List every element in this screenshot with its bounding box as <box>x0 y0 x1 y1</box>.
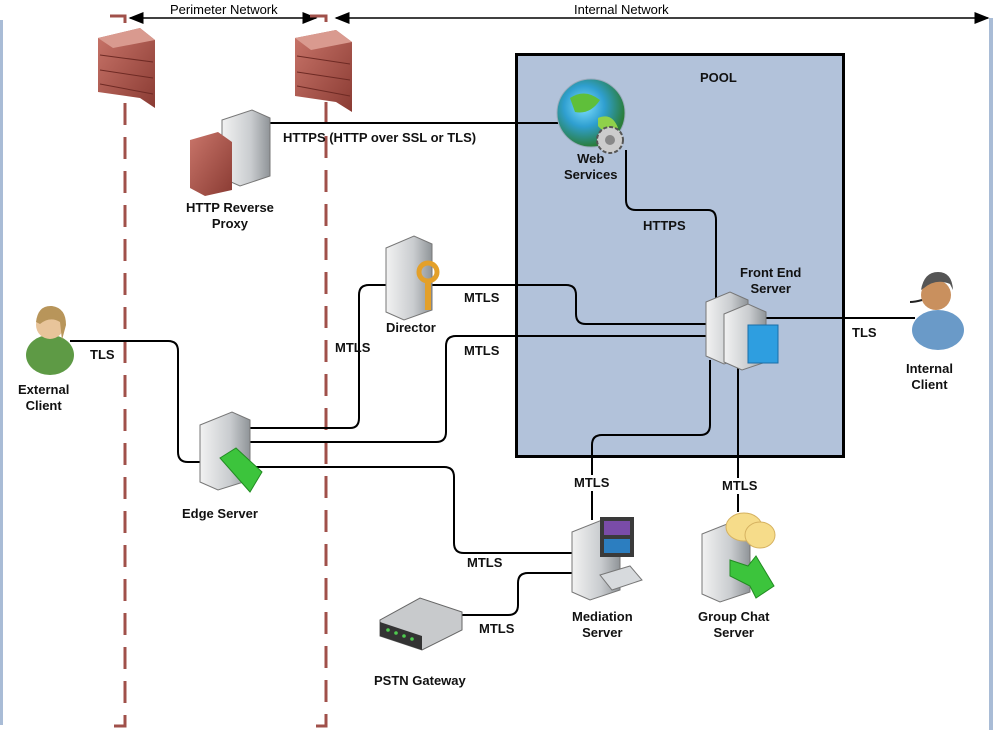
perimeter-network-label: Perimeter Network <box>170 2 278 17</box>
frontend-internal-protocol: TLS <box>852 325 877 340</box>
firewall-icon-outer <box>98 28 155 108</box>
external-edge-protocol: TLS <box>90 347 115 362</box>
internal-client-icon <box>909 272 964 350</box>
reverse-proxy-label: HTTP Reverse Proxy <box>186 200 274 231</box>
web-frontend-protocol: HTTPS <box>643 218 686 233</box>
director-icon <box>385 235 440 321</box>
mediation-server-icon <box>571 517 643 601</box>
group-chat-server-icon <box>701 512 776 603</box>
link-pstn-mediation <box>458 572 572 616</box>
frontend-groupchat-protocol: MTLS <box>722 478 758 494</box>
edge-server-icon <box>199 411 263 493</box>
frontend-mediation-protocol: MTLS <box>574 475 610 491</box>
edge-mediation-protocol: MTLS <box>467 555 503 570</box>
link-web-frontend <box>625 150 717 305</box>
pstn-gateway-label: PSTN Gateway <box>374 673 466 688</box>
edge-director-protocol: MTLS <box>335 340 371 355</box>
link-edge-director <box>250 284 390 429</box>
edge-server-label: Edge Server <box>182 506 258 521</box>
link-frontend-mediation <box>591 360 711 520</box>
front-end-server-icon <box>705 291 779 371</box>
proxy-web-protocol: HTTPS (HTTP over SSL or TLS) <box>283 130 477 145</box>
internal-network-label: Internal Network <box>574 2 669 17</box>
firewall-icon-inner <box>295 30 352 112</box>
pstn-gateway-icon <box>379 597 463 651</box>
internal-client-label: Internal Client <box>906 361 953 392</box>
firewall-boundary-outer <box>110 14 127 728</box>
web-services-label: Web Services <box>564 151 618 182</box>
link-director-frontend <box>413 284 710 325</box>
mediation-server-label: Mediation Server <box>572 609 633 640</box>
director-label: Director <box>386 320 436 335</box>
firewall-boundary-inner <box>310 14 328 728</box>
group-chat-server-label: Group Chat Server <box>698 609 770 640</box>
link-edge-frontend <box>250 335 712 443</box>
left-border <box>0 20 3 725</box>
link-external-edge <box>70 340 200 463</box>
reverse-proxy-icon <box>190 109 271 196</box>
front-end-server-label: Front End Server <box>740 265 802 296</box>
director-frontend-protocol: MTLS <box>464 290 500 305</box>
right-border <box>989 18 993 730</box>
pool-label: POOL <box>700 70 737 85</box>
web-services-icon <box>556 78 626 154</box>
edge-frontend-protocol: MTLS <box>464 343 500 358</box>
external-client-label: External Client <box>18 382 70 413</box>
link-edge-mediation <box>252 466 572 554</box>
external-client-icon <box>26 305 74 375</box>
pstn-mediation-protocol: MTLS <box>479 621 515 636</box>
